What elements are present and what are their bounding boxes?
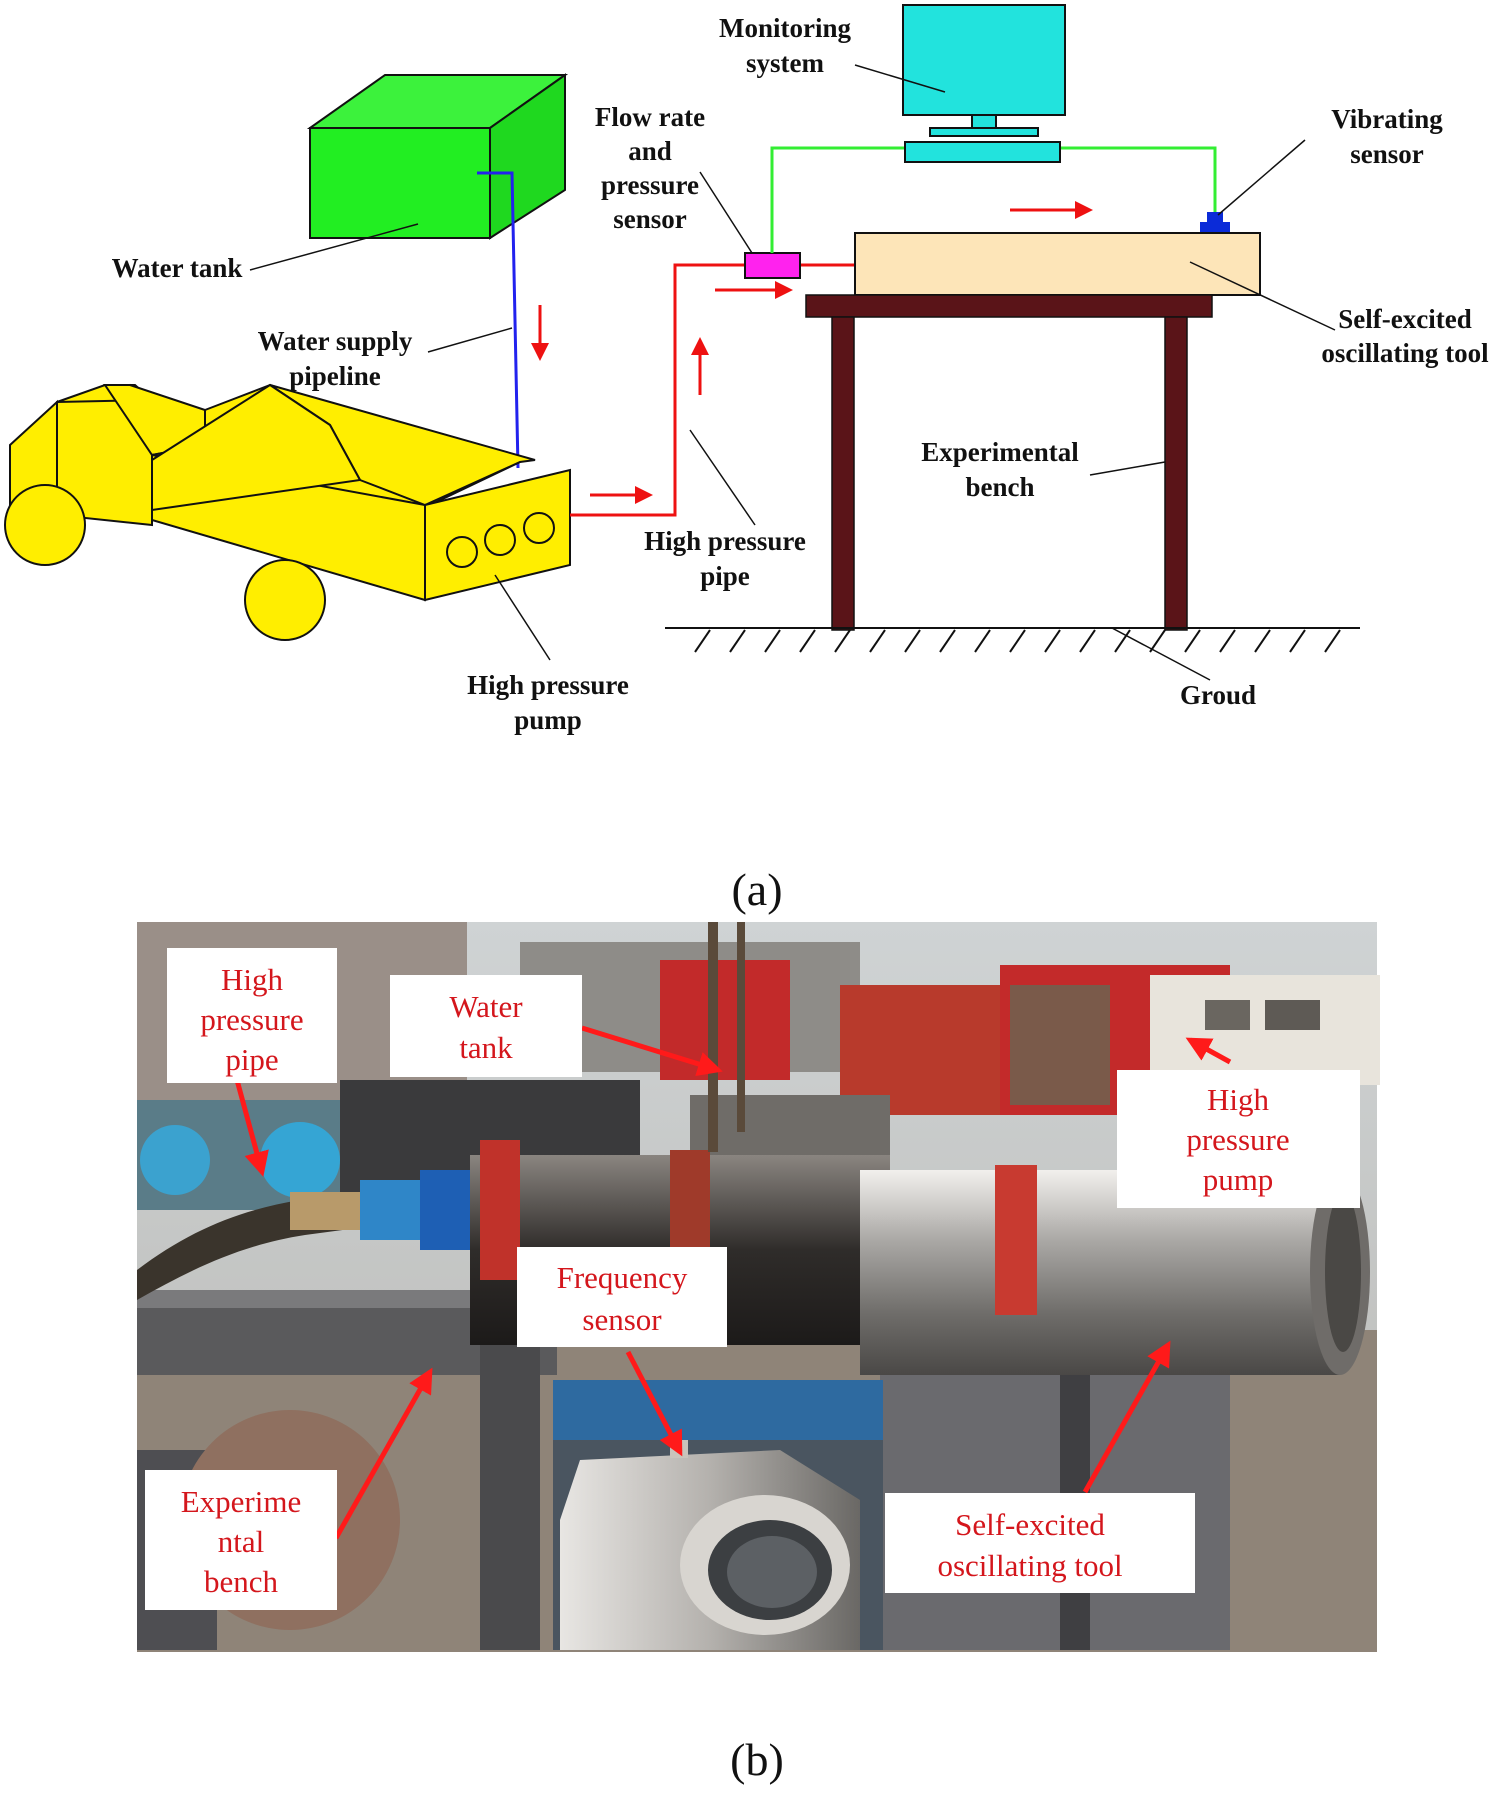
photo-label-tank-line1: Water bbox=[449, 989, 523, 1024]
high-pressure-pipe-line bbox=[570, 263, 745, 517]
schematic-diagram: Monitoring system Flow rate and pressure… bbox=[4, 4, 1489, 915]
label-vibrating-line1: Vibrating bbox=[1331, 104, 1443, 134]
signal-line-right bbox=[1060, 146, 1217, 212]
ground-line bbox=[665, 627, 1360, 653]
photo-label-bench-line2: ntal bbox=[218, 1524, 265, 1559]
photo-label-bench-line3: bench bbox=[204, 1564, 279, 1599]
label-pump-line2: pump bbox=[514, 705, 582, 735]
label-bench-line2: bench bbox=[965, 472, 1034, 502]
water-supply-line bbox=[477, 171, 520, 469]
photo-label-box-freq bbox=[517, 1247, 727, 1347]
photo-label-box-tool bbox=[885, 1493, 1195, 1593]
photo-label-pipe-line3: pipe bbox=[225, 1042, 278, 1077]
label-pipe-line2: pipe bbox=[700, 561, 750, 591]
photo-panel: High pressure pipe Water tank High press… bbox=[137, 922, 1380, 1785]
photo-label-box-pump bbox=[1117, 1070, 1360, 1208]
photo-label-box-tank bbox=[390, 975, 582, 1077]
photo-label-pipe-line1: High bbox=[221, 962, 284, 997]
label-tool-line1: Self-excited bbox=[1338, 304, 1471, 334]
experimental-bench-shape bbox=[805, 294, 1213, 631]
photo-label-pump-line1: High bbox=[1207, 1082, 1270, 1117]
photo-label-tool-line1: Self-excited bbox=[955, 1507, 1105, 1542]
high-pressure-pump-shape bbox=[4, 383, 571, 641]
vibrating-sensor-shape bbox=[1200, 212, 1230, 233]
photo-label-pipe-line2: pressure bbox=[200, 1002, 303, 1037]
photo-label-tool-line2: oscillating tool bbox=[937, 1548, 1122, 1583]
leader-lines bbox=[249, 64, 1336, 681]
label-monitoring-line2: system bbox=[746, 48, 824, 78]
label-pump-line1: High pressure bbox=[467, 670, 629, 700]
label-flow-line2: and bbox=[628, 136, 672, 166]
photo-label-pump-line2: pressure bbox=[1186, 1122, 1289, 1157]
label-bench-line1: Experimental bbox=[921, 437, 1079, 467]
flow-pressure-sensor-shape bbox=[744, 252, 801, 279]
label-flow-line1: Flow rate bbox=[595, 102, 705, 132]
photo-label-pump-line3: pump bbox=[1203, 1162, 1274, 1197]
caption-a: (a) bbox=[731, 864, 782, 915]
label-flow-line3: pressure bbox=[601, 170, 699, 200]
caption-b: (b) bbox=[730, 1734, 784, 1785]
photo-label-box-bench bbox=[145, 1470, 337, 1610]
label-monitoring-line1: Monitoring bbox=[719, 13, 851, 43]
label-ground: Groud bbox=[1180, 680, 1256, 710]
label-flow-line4: sensor bbox=[613, 204, 687, 234]
oscillating-tool-shape bbox=[854, 232, 1261, 296]
label-vibrating-line2: sensor bbox=[1350, 139, 1424, 169]
water-tank-shape bbox=[306, 73, 569, 240]
label-water-tank: Water tank bbox=[112, 253, 243, 283]
label-tool-line2: oscillating tool bbox=[1321, 338, 1489, 368]
monitoring-system-shape bbox=[902, 4, 1066, 163]
photo-label-tank-line2: tank bbox=[459, 1030, 513, 1065]
photo-arrows bbox=[234, 1025, 1232, 1540]
photo-label-freq-line1: Frequency bbox=[557, 1260, 688, 1295]
signal-line-left bbox=[770, 146, 905, 253]
photo-label-bench-line1: Experime bbox=[181, 1484, 302, 1519]
photo-label-freq-line2: sensor bbox=[582, 1302, 662, 1337]
label-supply-line2: pipeline bbox=[289, 361, 381, 391]
label-supply-line1: Water supply bbox=[258, 326, 413, 356]
photo-label-box-pipe bbox=[167, 948, 337, 1083]
label-pipe-line1: High pressure bbox=[644, 526, 806, 556]
